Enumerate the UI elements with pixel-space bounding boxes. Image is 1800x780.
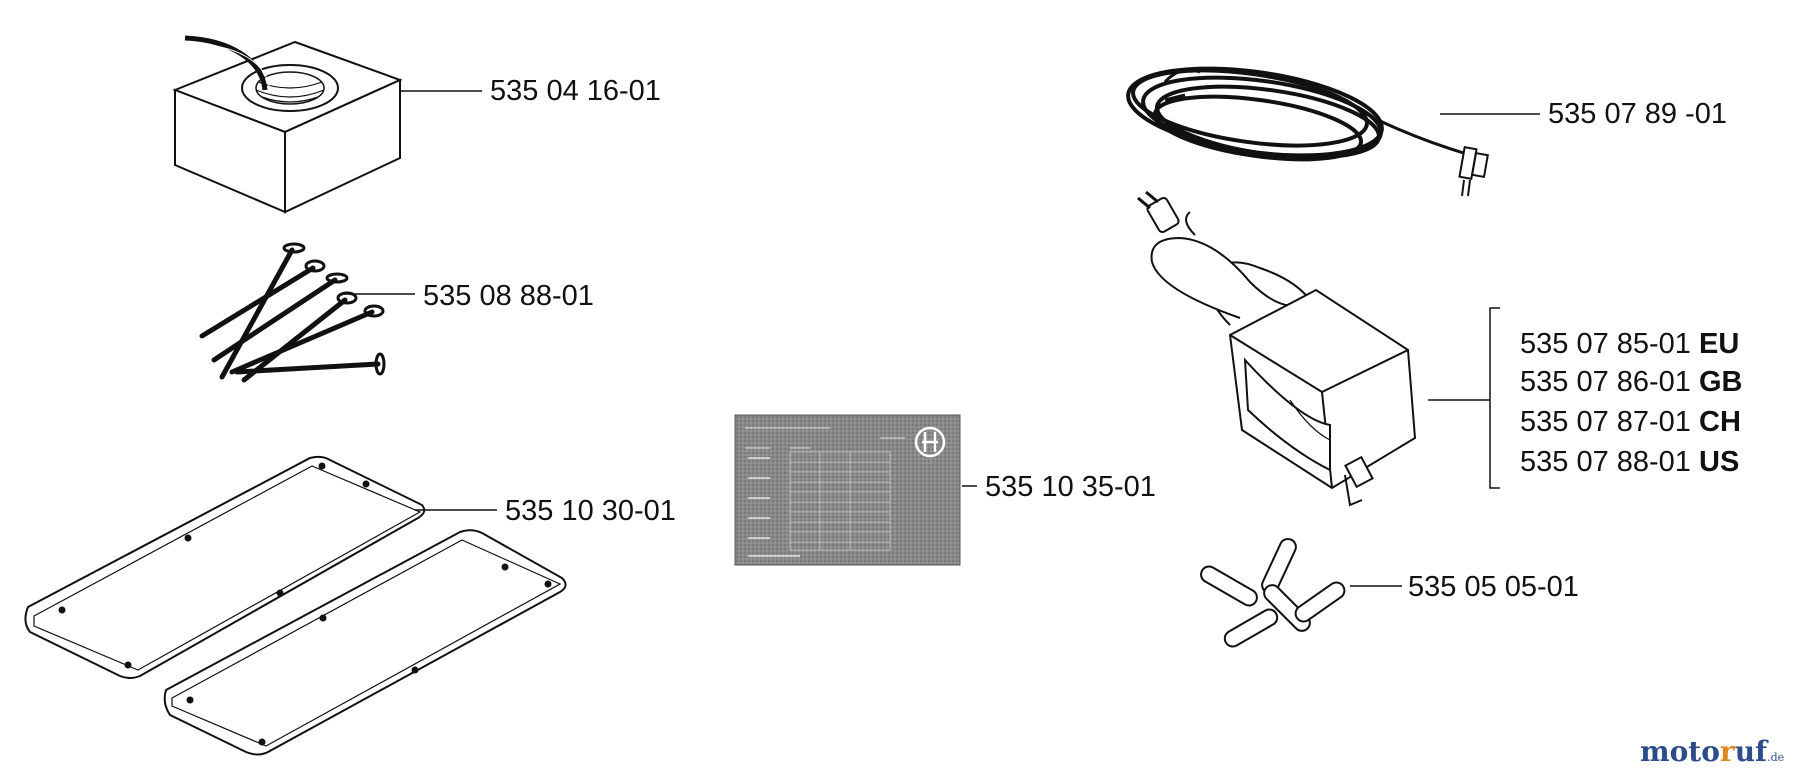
part-number-wire-coil: 535 04 16-01: [490, 75, 661, 107]
low-voltage-cable-illustration: [1126, 66, 1489, 197]
power-supply-region: EU: [1699, 328, 1740, 360]
peg-heads: [282, 242, 386, 376]
wire-coil-illustration: [172, 35, 403, 214]
brand-mark-icon: [914, 426, 946, 458]
power-supply-part-number: 535 07 86-01: [1520, 366, 1691, 398]
power-supply-part-number: 535 07 85-01: [1520, 328, 1691, 360]
part-number-low-voltage-cable: 535 07 89 -01: [1548, 98, 1727, 130]
part-number-pegs: 535 08 88-01: [423, 280, 594, 312]
plates-illustration: [24, 455, 567, 756]
power-supply-variant-row: 535 07 88-01 US: [1520, 448, 1739, 477]
part-number-instruction-sheet: 535 10 35-01: [985, 471, 1156, 503]
power-supply-variant-row: 535 07 85-01 EU: [1520, 330, 1739, 359]
power-supply-variant-row: 535 07 87-01 CH: [1520, 408, 1741, 437]
part-number-splices: 535 05 05-01: [1408, 571, 1579, 603]
pegs-illustration: [199, 247, 381, 383]
power-supply-illustration: [1137, 190, 1417, 507]
leader-lines: [340, 90, 1540, 587]
power-supply-region: CH: [1699, 406, 1741, 438]
instruction-sheet-illustration: [734, 414, 961, 566]
watermark-logo: motoruf.de: [1640, 735, 1785, 768]
splices-illustration: [1200, 537, 1346, 648]
power-supply-region: US: [1699, 446, 1740, 478]
power-supply-part-number: 535 07 88-01: [1520, 446, 1691, 478]
power-supply-part-number: 535 07 87-01: [1520, 406, 1691, 438]
part-number-plates: 535 10 30-01: [505, 495, 676, 527]
power-supply-region: GB: [1699, 366, 1743, 398]
power-supply-variant-row: 535 07 86-01 GB: [1520, 368, 1743, 397]
